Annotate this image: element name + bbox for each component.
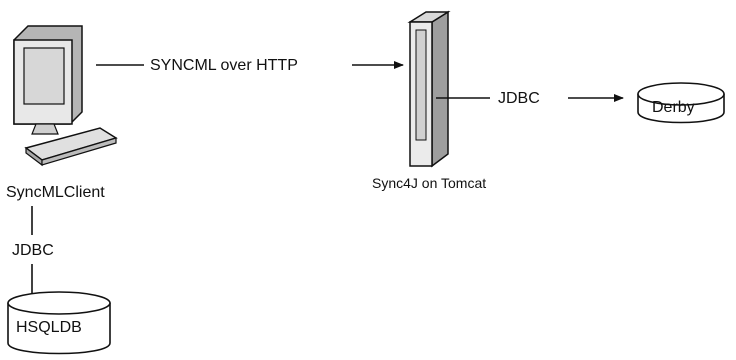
client-label: SyncMLClient [6,184,105,201]
database-cylinder-icon [7,291,111,355]
server-tower-icon [407,10,451,168]
hsqldb-label: HSQLDB [16,319,82,336]
syncml-over-http-label: SYNCML over HTTP [150,57,298,74]
server-label: Sync4J on Tomcat [372,175,487,191]
database-cylinder-icon [637,82,725,124]
derby-label: Derby [652,99,695,116]
client-jdbc-label: JDBC [12,242,54,259]
server-jdbc-label: JDBC [498,90,540,107]
desktop-computer-icon [13,25,118,167]
